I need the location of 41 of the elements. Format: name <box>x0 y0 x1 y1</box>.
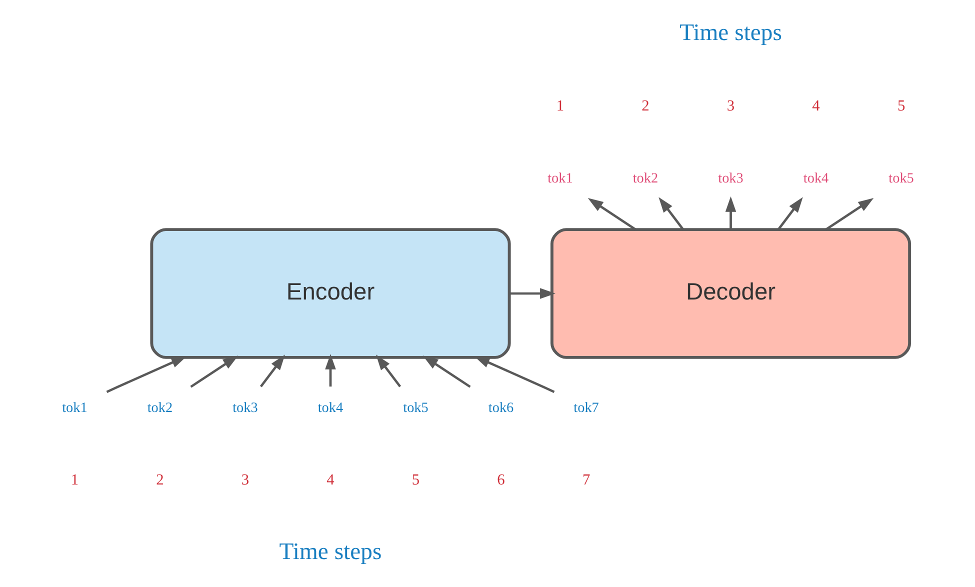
arrow <box>509 288 555 299</box>
node-text: tok5 <box>888 170 914 186</box>
node-text: tok2 <box>146 400 172 416</box>
arrow <box>587 198 636 230</box>
node-box: Decoder <box>550 228 911 359</box>
label: 5 <box>411 472 420 489</box>
arrow <box>824 198 874 230</box>
arrow <box>724 196 736 230</box>
label: 1 <box>556 97 564 114</box>
label: 7 <box>582 472 590 489</box>
node-text: tok3 <box>718 170 743 186</box>
label: 4 <box>812 97 820 114</box>
arrow <box>324 354 336 387</box>
node-text: tok5 <box>402 400 428 416</box>
label: 3 <box>726 97 734 114</box>
label: 1 <box>70 472 78 489</box>
label: Time steps <box>679 20 782 46</box>
node-box: Encoder <box>150 228 510 359</box>
node-text: tok6 <box>488 400 514 416</box>
arrow <box>259 354 285 388</box>
label: 2 <box>641 97 649 114</box>
arrow <box>658 197 684 230</box>
node-text: tok4 <box>317 400 343 416</box>
label: 4 <box>326 472 334 489</box>
label: 2 <box>156 472 164 489</box>
node-text: tok7 <box>573 400 598 416</box>
node-text: tok1 <box>62 400 87 416</box>
arrow <box>190 356 238 388</box>
arrow <box>474 356 554 393</box>
node-text: tok2 <box>632 170 658 186</box>
label: 3 <box>240 472 249 489</box>
label: 6 <box>496 472 504 489</box>
arrow <box>106 356 186 393</box>
label: 5 <box>896 97 905 114</box>
node-text: tok4 <box>802 170 828 186</box>
node-text: tok3 <box>232 400 258 416</box>
node-text: tok1 <box>547 170 572 186</box>
arrow <box>422 356 470 388</box>
arrow <box>375 354 401 388</box>
label: Time steps <box>278 538 382 565</box>
arrow <box>776 197 802 230</box>
